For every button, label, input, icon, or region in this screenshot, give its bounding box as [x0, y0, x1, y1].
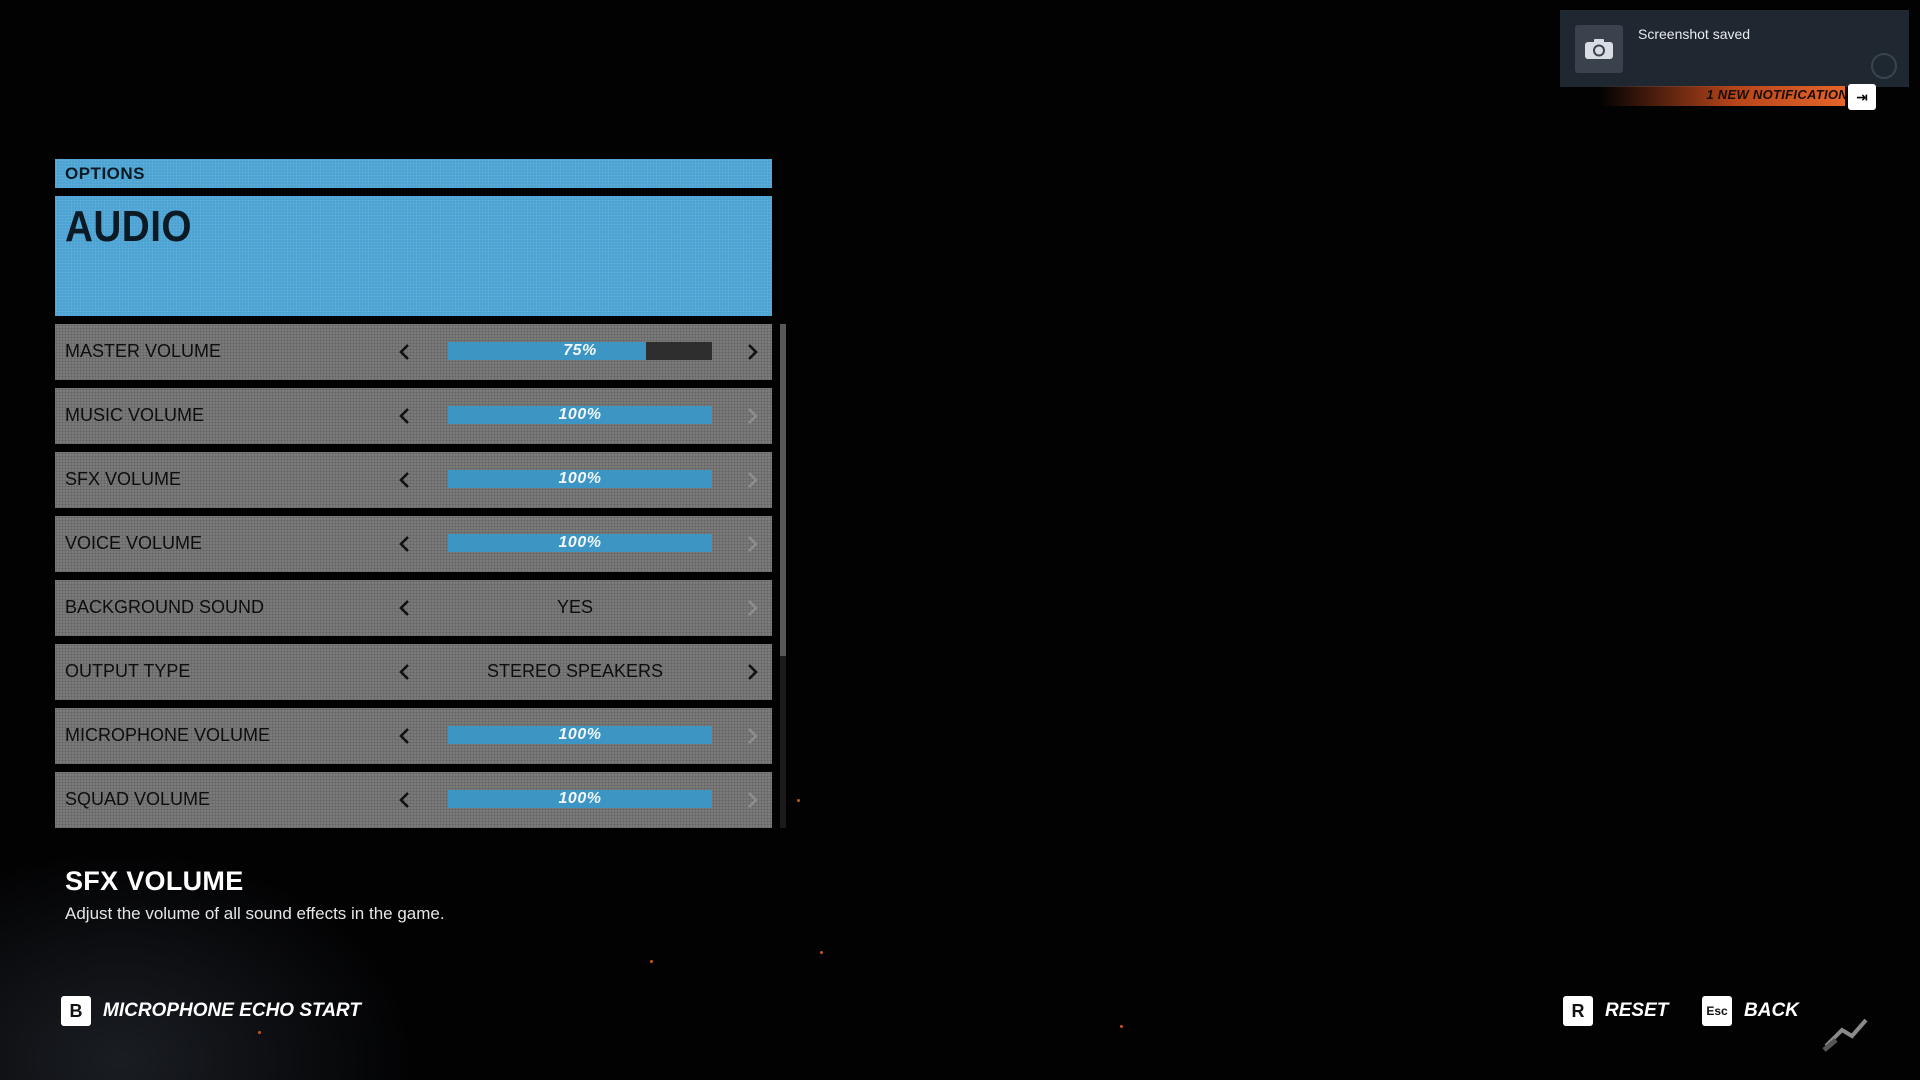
- camera-icon: [1575, 25, 1623, 73]
- reset-button[interactable]: R RESET: [1563, 996, 1668, 1026]
- description-title: SFX VOLUME: [65, 866, 244, 896]
- chevron-right-icon[interactable]: [741, 338, 765, 366]
- volume-slider[interactable]: 100%: [448, 790, 712, 808]
- volume-slider[interactable]: 75%: [448, 342, 712, 360]
- chevron-right-icon[interactable]: [741, 786, 765, 814]
- chevron-right-icon[interactable]: [741, 530, 765, 558]
- chevron-left-icon[interactable]: [392, 530, 416, 558]
- scrollbar-thumb[interactable]: [780, 324, 786, 656]
- volume-slider-fill: [448, 342, 646, 360]
- setting-label: BACKGROUND SOUND: [65, 597, 265, 617]
- setting-label: SQUAD VOLUME: [65, 789, 211, 809]
- chevron-right-icon[interactable]: [741, 722, 765, 750]
- setting-row[interactable]: MICROPHONE VOLUME 100%: [55, 708, 772, 764]
- setting-row[interactable]: MUSIC VOLUME 100%: [55, 388, 772, 444]
- chevron-left-icon[interactable]: [392, 658, 416, 686]
- volume-slider[interactable]: 100%: [448, 726, 712, 744]
- setting-label: SFX VOLUME: [65, 469, 182, 489]
- notification-message: Screenshot saved: [1638, 26, 1751, 42]
- settings-scrollbar[interactable]: [780, 324, 786, 828]
- setting-label: MICROPHONE VOLUME: [65, 725, 271, 745]
- setting-label: OUTPUT TYPE: [65, 661, 191, 681]
- ember-particle: [820, 951, 823, 954]
- setting-value: STEREO SPEAKERS: [486, 661, 664, 681]
- volume-value: 100%: [558, 534, 602, 551]
- setting-row[interactable]: SQUAD VOLUME 100%: [55, 772, 772, 828]
- loading-indicator-icon: [1822, 1018, 1868, 1052]
- chevron-left-icon[interactable]: [392, 594, 416, 622]
- chevron-left-icon[interactable]: [392, 786, 416, 814]
- setting-label: MASTER VOLUME: [65, 341, 222, 361]
- chevron-right-icon[interactable]: [741, 594, 765, 622]
- back-label: BACK: [1744, 1000, 1799, 1021]
- setting-row[interactable]: SFX VOLUME 100%: [55, 452, 772, 508]
- notification-toast[interactable]: Screenshot saved: [1560, 10, 1909, 87]
- notification-banner-label: 1 NEW NOTIFICATION: [1706, 87, 1848, 102]
- volume-slider-fill: [448, 790, 712, 808]
- setting-row[interactable]: BACKGROUND SOUND YES: [55, 580, 772, 636]
- key-esc-icon: Esc: [1702, 996, 1732, 1026]
- page-header: AUDIO: [55, 196, 772, 316]
- setting-label: VOICE VOLUME: [65, 533, 203, 553]
- notification-banner: [1600, 86, 1845, 106]
- reset-label: RESET: [1605, 1000, 1669, 1021]
- volume-value: 100%: [558, 790, 602, 807]
- ember-particle: [650, 960, 653, 963]
- setting-value: YES: [556, 597, 594, 617]
- setting-label: MUSIC VOLUME: [65, 405, 205, 425]
- breadcrumb: OPTIONS: [55, 159, 772, 188]
- volume-value: 100%: [558, 726, 602, 743]
- volume-slider-fill: [448, 534, 712, 552]
- microphone-echo-label: MICROPHONE ECHO START: [103, 1000, 361, 1021]
- volume-value: 100%: [558, 470, 602, 487]
- volume-slider[interactable]: 100%: [448, 470, 712, 488]
- chevron-right-icon[interactable]: [741, 466, 765, 494]
- chevron-left-icon[interactable]: [392, 722, 416, 750]
- ember-particle: [258, 1031, 261, 1034]
- volume-value: 100%: [558, 406, 602, 423]
- key-r-icon: R: [1563, 996, 1593, 1026]
- volume-value: 75%: [563, 342, 597, 359]
- chevron-left-icon[interactable]: [392, 466, 416, 494]
- setting-row[interactable]: OUTPUT TYPE STEREO SPEAKERS: [55, 644, 772, 700]
- page-title: AUDIO: [65, 202, 192, 251]
- description-text: Adjust the volume of all sound effects i…: [65, 904, 445, 923]
- microphone-echo-hint[interactable]: B MICROPHONE ECHO START: [61, 996, 361, 1026]
- volume-slider-fill: [448, 470, 712, 488]
- volume-slider[interactable]: 100%: [448, 534, 712, 552]
- chevron-right-icon[interactable]: [741, 658, 765, 686]
- volume-slider[interactable]: 100%: [448, 406, 712, 424]
- open-notifications-icon[interactable]: ⇥: [1848, 84, 1876, 110]
- ember-particle: [1120, 1025, 1123, 1028]
- volume-slider-fill: [448, 726, 712, 744]
- ubisoft-logo-icon: [1871, 53, 1897, 79]
- breadcrumb-label: OPTIONS: [65, 164, 146, 183]
- setting-row[interactable]: MASTER VOLUME 75%: [55, 324, 772, 380]
- ember-particle: [797, 799, 800, 802]
- chevron-right-icon[interactable]: [741, 402, 765, 430]
- back-button[interactable]: Esc BACK: [1702, 996, 1799, 1026]
- setting-row[interactable]: VOICE VOLUME 100%: [55, 516, 772, 572]
- chevron-left-icon[interactable]: [392, 338, 416, 366]
- key-b-icon: B: [61, 996, 91, 1026]
- chevron-left-icon[interactable]: [392, 402, 416, 430]
- volume-slider-fill: [448, 406, 712, 424]
